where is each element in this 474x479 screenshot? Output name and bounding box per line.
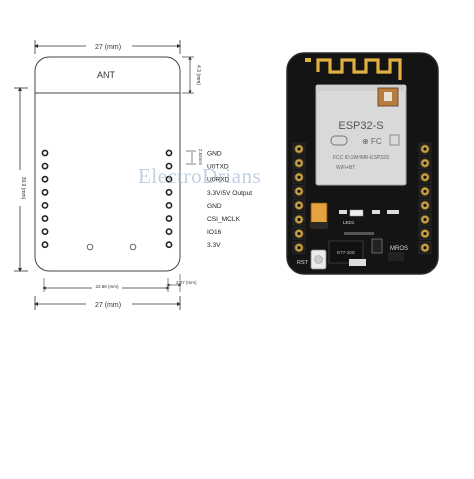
left-header-pins (292, 142, 306, 254)
antenna-label: ANT (97, 70, 116, 80)
antenna-height-label: 4.3 (mm) (195, 65, 201, 85)
edge-offset-dimension: 2.07 (mm) (166, 274, 197, 292)
pin-label: GND (207, 151, 222, 158)
header-pin (418, 170, 432, 184)
wifi-label: WiFi+BT (336, 165, 355, 171)
module-name: ESP32-S (338, 120, 383, 132)
pin-label: U0RXD (207, 177, 230, 184)
header-pin (292, 156, 306, 170)
outline-pin-right (165, 188, 173, 196)
outline-pin-right (165, 228, 173, 235)
antenna-height-dimension: 4.3 (mm) (182, 56, 201, 94)
pin-pitch-dimension: 2.54mm (186, 149, 203, 166)
outline-pin-right (165, 215, 173, 222)
board-outline: ANT (34, 56, 181, 272)
watermark: ElectroDrians (138, 164, 262, 188)
led-label: LED1 (343, 220, 355, 225)
left-pin-column (41, 149, 49, 249)
header-pin (292, 227, 306, 240)
header-pin (418, 213, 432, 226)
logo-label: MROS (390, 246, 408, 252)
led-component (349, 209, 364, 217)
mount-hole-left (86, 243, 94, 251)
header-pin (418, 227, 432, 240)
outline-pin-left (41, 188, 49, 196)
pin-label: GND (207, 203, 222, 210)
header-pin (292, 185, 306, 198)
outline-pin-right (165, 162, 173, 170)
fcc-mark-icon: ⊕ FC (362, 137, 382, 146)
top-width-label: 27 (mm) (95, 44, 121, 51)
outline-pin-left (41, 215, 49, 222)
pin-label: IO16 (207, 229, 222, 236)
outline-pin-left (41, 149, 49, 157)
bin-mark-icon (389, 134, 400, 146)
regulator-chip (328, 240, 364, 264)
outline-pin-left (41, 175, 49, 183)
ce-mark-icon (330, 135, 348, 146)
outline-pin-left (41, 241, 49, 249)
top-width-dimension: 27 (mm) (34, 40, 181, 54)
pin-label: U0TXD (207, 164, 229, 171)
header-pin (418, 199, 432, 212)
header-pin (418, 241, 432, 254)
header-pin (292, 199, 306, 212)
reset-label: RST (297, 260, 309, 266)
height-dimension: 39.9 (mm) (14, 87, 28, 272)
esp32-cam-board: ESP32-S ⊕ FC FCC ID:2AHMR-ESP32S WiFi+BT… (286, 52, 439, 275)
right-pin-column (165, 149, 173, 249)
header-pin (418, 156, 432, 170)
header-pin (418, 142, 432, 156)
pin-label: 3.3V/5V Output (207, 190, 252, 197)
pin-span-label: 22.86 (mm) (95, 284, 119, 289)
pin-span-dimension: 22.86 (mm) (42, 278, 170, 292)
mount-hole-right (129, 243, 137, 251)
header-pin (292, 241, 306, 254)
right-header-pins (418, 142, 432, 254)
height-label: 39.9 (mm) (20, 177, 26, 200)
antenna-trace (316, 58, 402, 80)
outline-pin-left (41, 228, 49, 235)
outline-pin-right (165, 241, 173, 249)
header-pin (292, 142, 306, 156)
pin-label: CSI_MCLK (207, 216, 241, 223)
outline-pin-left (41, 162, 49, 170)
edge-offset-label: 2.07 (mm) (176, 280, 197, 285)
header-pin (292, 213, 306, 226)
outline-pin-right (165, 201, 173, 209)
outline-pin-right (165, 175, 173, 183)
pin-label: 3.3V (207, 242, 221, 249)
bottom-width-dimension: 27 (mm) (34, 296, 181, 310)
outline-pin-left (41, 201, 49, 209)
pin-pitch-label: 2.54mm (198, 149, 203, 166)
header-pin (292, 170, 306, 184)
outline-pin-right (165, 149, 173, 157)
bottom-width-label: 27 (mm) (95, 302, 121, 309)
chip-label: E77-10S (337, 250, 355, 255)
header-pin (418, 185, 432, 198)
fcc-id: FCC ID:2AHMR-ESP32S (333, 155, 390, 161)
antenna-pad (305, 58, 311, 62)
